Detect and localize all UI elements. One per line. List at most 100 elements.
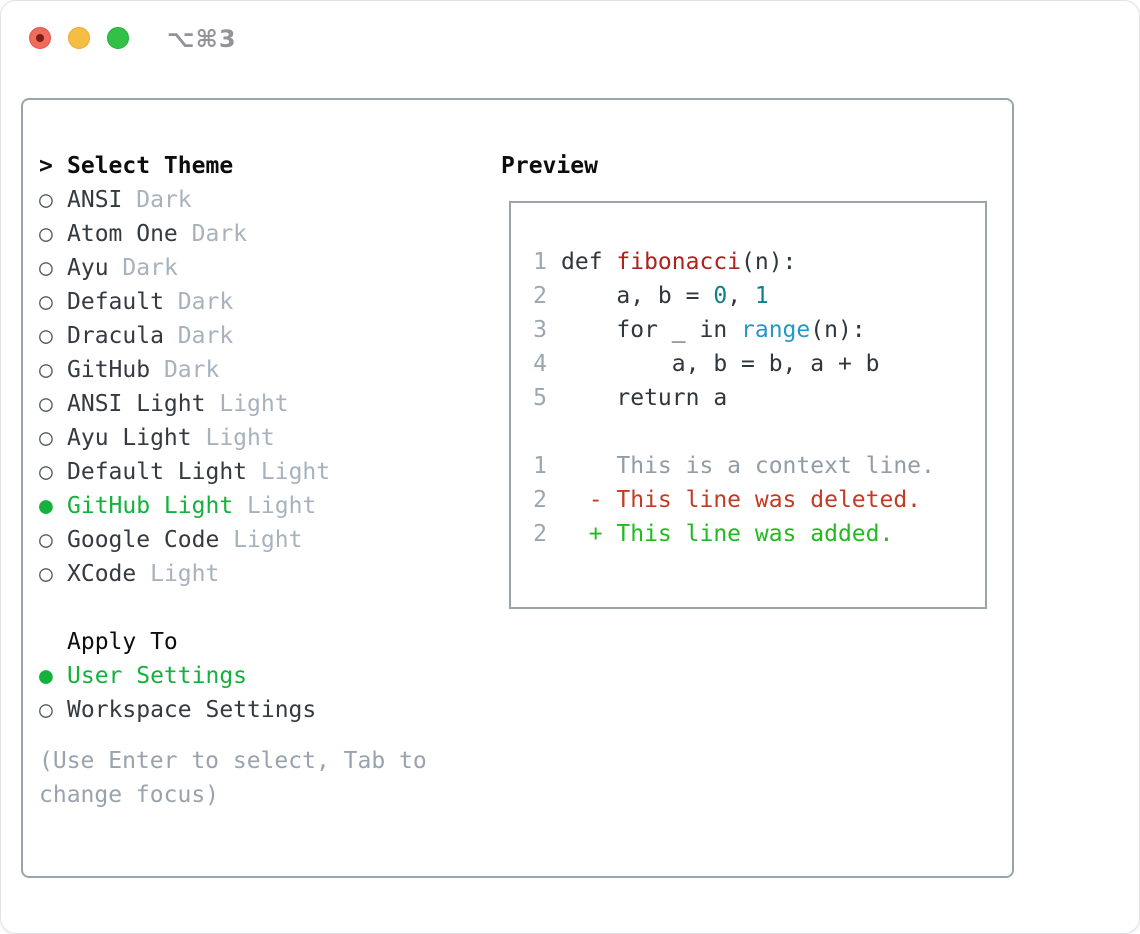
code-line: 2 a, b = 0, 1 (533, 279, 985, 313)
theme-name: Ayu Light (67, 425, 192, 451)
theme-name: XCode (67, 561, 137, 587)
apply-to-section: Apply To ●User Settings○Workspace Settin… (39, 625, 316, 727)
theme-list-header: > Select Theme (39, 149, 330, 183)
code-token: def (561, 249, 617, 275)
code-line: 4 a, b = b, a + b (533, 347, 985, 381)
theme-variant: Dark (136, 187, 192, 213)
theme-variant: Dark (122, 255, 178, 281)
radio-unselected-icon: ○ (39, 187, 53, 213)
apply-option-label: User Settings (67, 663, 248, 689)
code-line: 1 def fibonacci(n): (533, 245, 985, 279)
code-line (533, 415, 985, 449)
theme-variant: Light (219, 391, 289, 417)
theme-option[interactable]: ○ XCode Light (39, 557, 330, 591)
theme-variant: Light (205, 425, 275, 451)
code-token: (n): (741, 249, 797, 275)
theme-name: Default (67, 289, 164, 315)
code-line: 2 + This line was added. (533, 517, 985, 551)
radio-unselected-icon: ○ (39, 289, 53, 315)
apply-option[interactable]: ● User Settings (39, 659, 316, 693)
theme-name: Google Code (67, 527, 220, 553)
theme-option[interactable]: ○ Google Code Light (39, 523, 330, 557)
theme-name: Ayu (67, 255, 109, 281)
code-token: range (741, 317, 811, 343)
theme-variant: Light (260, 459, 331, 485)
apply-option-label: Workspace Settings (67, 697, 317, 723)
theme-list-title: Select Theme (67, 153, 234, 179)
code-token: fibonacci (616, 249, 742, 275)
theme-selector-panel: > Select Theme ○ ANSI Dark ○ Atom One Dark ○ A… (21, 98, 1014, 878)
line-number: 2 (533, 487, 547, 513)
theme-option[interactable]: ○ ANSI Light Light (39, 387, 330, 421)
theme-variant: Light (150, 561, 220, 587)
radio-unselected-icon: ○ (39, 425, 53, 451)
radio-selected-icon: ● (39, 493, 53, 519)
theme-name: GitHub Light (67, 493, 234, 519)
theme-option[interactable]: ○ ANSI Dark (39, 183, 330, 217)
code-line: 3 for _ in range(n): (533, 313, 985, 347)
theme-variant: Dark (191, 221, 248, 247)
title-bar: ⌥⌘3 (1, 1, 1139, 75)
radio-unselected-icon: ○ (39, 697, 53, 723)
close-button[interactable] (29, 27, 51, 49)
theme-option[interactable]: ○ GitHub Dark (39, 353, 330, 387)
code-token: return a (561, 385, 728, 411)
radio-unselected-icon: ○ (39, 459, 53, 485)
theme-name: ANSI Light (67, 391, 206, 417)
prompt-icon: > (39, 153, 53, 179)
radio-unselected-icon: ○ (39, 561, 53, 587)
zoom-button[interactable] (107, 27, 129, 49)
theme-option[interactable]: ○ Atom One Dark (39, 217, 330, 251)
line-number: 3 (533, 317, 547, 343)
radio-unselected-icon: ○ (39, 255, 53, 281)
code-line: 5 return a (533, 381, 985, 415)
theme-list: > Select Theme ○ ANSI Dark ○ Atom One Dark ○ A… (39, 149, 330, 591)
apply-option[interactable]: ○ Workspace Settings (39, 693, 316, 727)
line-number: 2 (533, 521, 547, 547)
preview-title: Preview (501, 153, 598, 179)
radio-unselected-icon: ○ (39, 391, 53, 417)
theme-option[interactable]: ○ Dracula Dark (39, 319, 330, 353)
code-token: (n): (810, 317, 866, 343)
theme-variant: Light (247, 493, 317, 519)
theme-option[interactable]: ○ Ayu Light Light (39, 421, 330, 455)
theme-variant: Light (233, 527, 303, 553)
theme-option[interactable]: ○ Default Light Light (39, 455, 330, 489)
line-number: 1 (533, 249, 547, 275)
radio-unselected-icon: ○ (39, 357, 53, 383)
radio-unselected-icon: ○ (39, 221, 53, 247)
code-token: 0 (713, 283, 728, 309)
line-number: 5 (533, 385, 547, 411)
theme-name: GitHub (67, 357, 151, 383)
radio-unselected-icon: ○ (39, 323, 53, 349)
window-title: ⌥⌘3 (167, 25, 237, 53)
line-number: 4 (533, 351, 547, 377)
theme-variant: Dark (177, 323, 234, 349)
theme-name: Dracula (67, 323, 164, 349)
radio-unselected-icon: ○ (39, 527, 53, 553)
minimize-button[interactable] (68, 27, 90, 49)
theme-name: Default Light (67, 459, 248, 485)
keyboard-hint: (Use Enter to select, Tab to change focu… (39, 748, 427, 808)
code-token: a, b = (561, 283, 714, 309)
code-token: a, b = b, a + b (561, 351, 880, 377)
theme-name: Atom One (67, 221, 178, 247)
code-token: - This line was deleted. (561, 487, 922, 513)
radio-selected-icon: ● (39, 663, 53, 689)
code-line: 1 This is a context line. (533, 449, 985, 483)
code-token: , (727, 283, 755, 309)
theme-option[interactable]: ○ Ayu Dark (39, 251, 330, 285)
line-number: 1 (533, 453, 547, 479)
theme-option[interactable]: ● GitHub Light Light (39, 489, 330, 523)
code-token: for _ in (561, 317, 742, 343)
theme-name: ANSI (67, 187, 123, 213)
line-number: 2 (533, 283, 547, 309)
theme-option[interactable]: ○ Default Dark (39, 285, 330, 319)
theme-variant: Dark (177, 289, 234, 315)
code-line: 2 - This line was deleted. (533, 483, 985, 517)
code-token: 1 (754, 283, 769, 309)
theme-variant: Dark (163, 357, 220, 383)
code-token: + This line was added. (561, 521, 894, 547)
